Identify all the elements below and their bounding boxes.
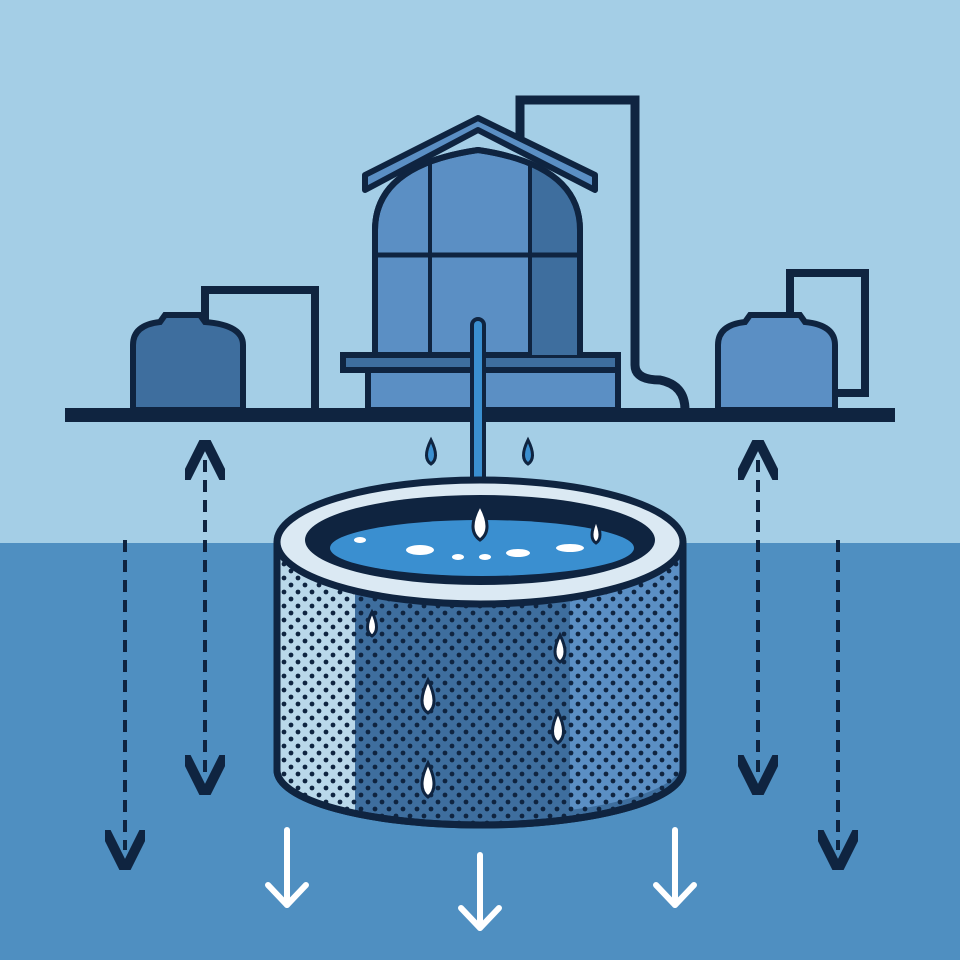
drop-icon: [590, 516, 602, 545]
water-drops: [366, 436, 602, 799]
right-small-tank: [715, 269, 869, 413]
drop-icon: [425, 436, 437, 466]
drop-icon: [551, 708, 565, 745]
perforated-soakaway-tank: [273, 476, 687, 829]
left-small-tank: [130, 286, 319, 413]
infiltration-arrows: [265, 827, 697, 931]
drop-icon: [553, 631, 567, 664]
arrow-down-icon: [653, 827, 697, 908]
drop-icon: [471, 501, 489, 542]
water-ripples: [354, 537, 584, 560]
drop-icon: [522, 436, 534, 466]
tall-pipe: [515, 95, 690, 411]
arrow-down-icon: [458, 852, 502, 931]
dashed-arrows: [125, 460, 838, 850]
central-storage-tank: [340, 115, 621, 413]
water-surface: [330, 520, 634, 576]
arrow-down-icon: [265, 827, 309, 908]
drop-icon: [420, 759, 436, 799]
drop-icon: [366, 608, 378, 638]
drop-icon: [420, 676, 436, 715]
